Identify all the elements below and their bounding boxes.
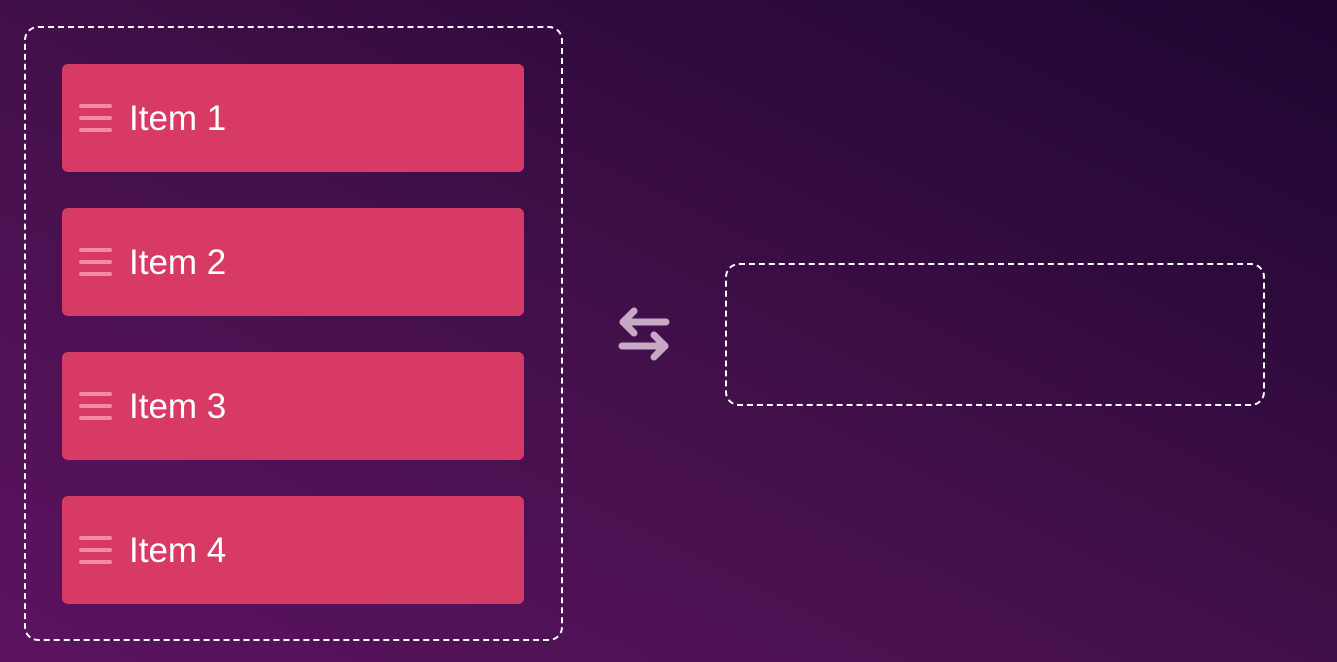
list-item[interactable]: Item 1	[62, 64, 524, 172]
list-item[interactable]: Item 4	[62, 496, 524, 604]
item-label: Item 2	[129, 242, 227, 282]
item-label: Item 3	[129, 386, 227, 426]
item-label: Item 4	[129, 530, 227, 570]
swap-arrows-icon	[618, 307, 670, 361]
drag-handle-icon[interactable]	[79, 104, 112, 132]
drag-handle-icon[interactable]	[79, 248, 112, 276]
target-drop-zone[interactable]	[725, 263, 1265, 406]
drag-handle-icon[interactable]	[79, 536, 112, 564]
source-drop-zone[interactable]: Item 1 Item 2 Item 3 Item 4	[24, 26, 563, 641]
list-item[interactable]: Item 2	[62, 208, 524, 316]
drag-handle-icon[interactable]	[79, 392, 112, 420]
item-label: Item 1	[129, 98, 227, 138]
list-item[interactable]: Item 3	[62, 352, 524, 460]
